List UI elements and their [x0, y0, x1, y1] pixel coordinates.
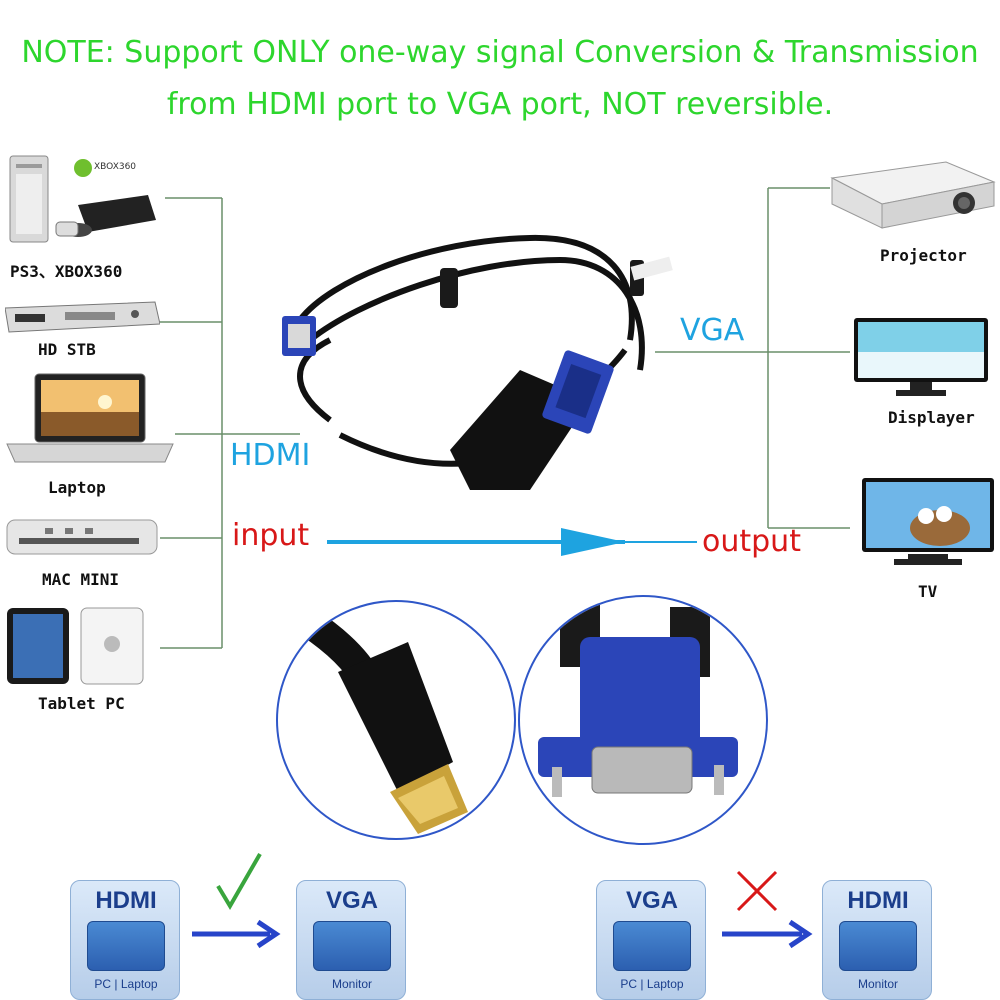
monitor-icon — [854, 318, 988, 396]
flow-2-to-title: HDMI — [847, 887, 909, 914]
flow-1-from-title: HDMI — [95, 887, 157, 914]
flow-1-to-box: VGA Monitor — [296, 880, 406, 1000]
laptop-image — [5, 372, 175, 464]
projector-icon — [830, 161, 996, 229]
xbox-badge-text: XBOX360 — [94, 162, 137, 172]
cross-icon — [736, 870, 778, 912]
flow-1-to-sub: Monitor — [331, 977, 372, 991]
hdmi-port-icon — [839, 921, 917, 971]
laptop-icon — [6, 373, 174, 463]
hd-stb-image — [4, 298, 161, 334]
vga-port-icon — [313, 921, 391, 971]
vga-port-icon — [613, 921, 691, 971]
flow-1-from-sub: PC | Laptop — [94, 977, 158, 991]
input-label: input — [232, 518, 310, 553]
dest-label-displayer: Displayer — [888, 408, 975, 427]
dest-label-projector: Projector — [880, 246, 967, 265]
tablet-image — [5, 606, 160, 686]
hdmi-plug-icon — [299, 609, 468, 834]
flow-2-to-box: HDMI Monitor — [822, 880, 932, 1000]
flow-1-to-title: VGA — [325, 887, 378, 914]
source-label-mac-mini: MAC MINI — [42, 570, 120, 589]
tv-icon — [862, 478, 994, 565]
vga-connector-closeup — [518, 595, 768, 845]
output-label: output — [702, 524, 801, 559]
hdmi-connector-closeup — [276, 600, 516, 840]
flow-2-from-title: VGA — [625, 887, 678, 914]
ps3-xbox-image: XBOX360 — [8, 150, 158, 245]
signal-direction-arrow — [327, 528, 697, 556]
flow-2-from-sub: PC | Laptop — [620, 977, 684, 991]
note-line-2: from HDMI port to VGA port, NOT reversib… — [166, 87, 834, 122]
check-icon — [216, 853, 262, 910]
flow-2-from-box: VGA PC | Laptop — [596, 880, 706, 1000]
source-label-tablet-pc: Tablet PC — [38, 694, 125, 713]
dest-label-tv: TV — [918, 582, 938, 601]
tv-image — [860, 476, 996, 570]
hdmi-port-label: HDMI — [230, 438, 311, 473]
hdmi-port-icon — [87, 921, 165, 971]
displayer-image — [852, 316, 992, 398]
source-label-hd-stb: HD STB — [38, 340, 96, 359]
flow-1-arrow — [192, 853, 281, 949]
flow-1-from-box: HDMI PC | Laptop — [70, 880, 180, 1000]
source-label-ps3-xbox: PS3、XBOX360 — [10, 262, 123, 281]
vga-port-label: VGA — [680, 313, 745, 348]
tablet-icon — [7, 607, 144, 685]
source-label-laptop: Laptop — [48, 478, 106, 497]
mac-mini-image — [5, 514, 160, 558]
mac-mini-icon — [6, 519, 158, 555]
set-top-box-icon — [4, 301, 161, 333]
note-line-1: NOTE: Support ONLY one-way signal Conver… — [21, 35, 979, 70]
projector-image — [826, 148, 996, 233]
game-console-icon — [9, 155, 156, 243]
flow-2-to-sub: Monitor — [857, 977, 898, 991]
adapter-cable-image — [282, 234, 673, 490]
flow-2-arrow — [722, 870, 813, 949]
vga-plug-icon — [538, 597, 738, 797]
